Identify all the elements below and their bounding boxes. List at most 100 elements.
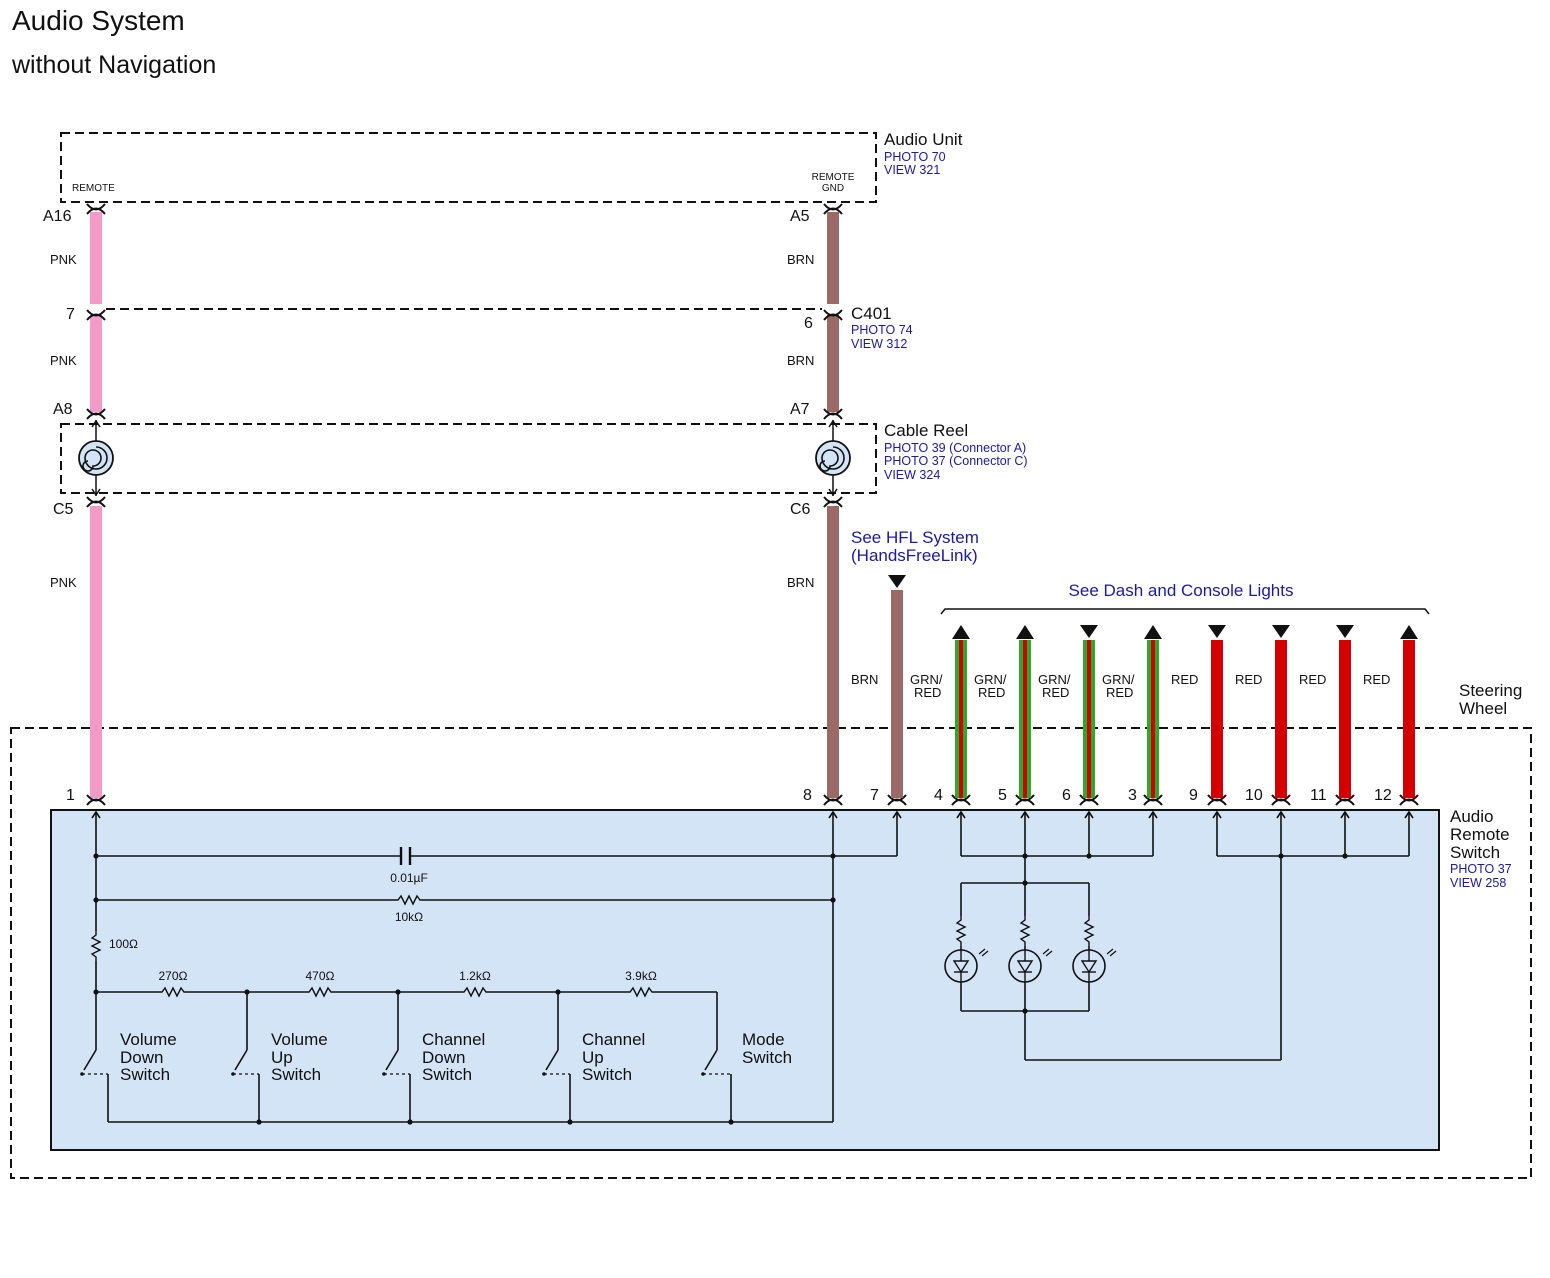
- terminal-c5: C5: [53, 501, 74, 518]
- c401-view: VIEW 312: [851, 337, 907, 351]
- wire-color-pnk-3: PNK: [50, 575, 77, 590]
- switch-pin-10: 10: [1245, 787, 1263, 804]
- resistor-470-value: 470Ω: [306, 969, 335, 983]
- wire-color-grn-red-4b: RED: [914, 685, 941, 700]
- page-title: Audio System: [12, 5, 185, 36]
- clock-spring-right-icon: [815, 419, 851, 497]
- resistor-10k-value: 10kΩ: [395, 910, 423, 924]
- wire-color-grn-red-5b: RED: [978, 685, 1005, 700]
- steering-wheel-label-1: Steering: [1459, 681, 1522, 700]
- cable-reel-box: [60, 423, 877, 494]
- switch-pin-12: 12: [1374, 787, 1392, 804]
- volume-down-switch-label-2: Down: [120, 1048, 163, 1067]
- hfl-brn-wire: [891, 590, 903, 798]
- wire-color-brn-3: BRN: [787, 575, 814, 590]
- mode-switch-label-2: Switch: [742, 1048, 792, 1067]
- volume-up-switch-label-3: Switch: [271, 1065, 321, 1084]
- volume-up-switch-label-2: Up: [271, 1048, 293, 1067]
- terminal-c6: C6: [790, 501, 811, 518]
- wire-color-red-10: RED: [1235, 672, 1262, 687]
- switch-pin-1: 1: [66, 787, 75, 804]
- audio-unit-name: Audio Unit: [884, 130, 963, 149]
- wire-color-grn-red-3b: RED: [1106, 685, 1133, 700]
- wire-color-brn-2: BRN: [787, 353, 814, 368]
- switch-pin-6: 6: [1062, 787, 1071, 804]
- wire-color-pnk-2: PNK: [50, 353, 77, 368]
- switch-pin-3: 3: [1128, 787, 1137, 804]
- channel-up-switch-label-1: Channel: [582, 1030, 645, 1049]
- remote-switch-view: VIEW 258: [1450, 876, 1506, 890]
- volume-down-switch-label-1: Volume: [120, 1030, 177, 1049]
- cable-reel-name: Cable Reel: [884, 421, 968, 440]
- hfl-reference-1: See HFL System: [851, 528, 979, 547]
- capacitor-value: 0.01µF: [390, 871, 428, 885]
- brn-wire-segment-3: [827, 506, 839, 798]
- red-wires: [1211, 640, 1415, 798]
- resistor-100-value: 100Ω: [109, 937, 138, 951]
- audio-unit-photo: PHOTO 70: [884, 150, 946, 164]
- hfl-arrow-icon: [888, 575, 906, 588]
- c401-name: C401: [851, 304, 892, 323]
- channel-down-switch-label-3: Switch: [422, 1065, 472, 1084]
- terminal-a16: A16: [43, 208, 72, 225]
- wire-color-pnk-1: PNK: [50, 252, 77, 267]
- volume-up-switch-label-1: Volume: [271, 1030, 328, 1049]
- terminal-a7: A7: [790, 401, 810, 418]
- audio-unit-pin-remote-gnd-2: GND: [822, 183, 844, 194]
- steering-wheel-box: [10, 727, 1532, 1179]
- remote-switch-photo: PHOTO 37: [1450, 862, 1512, 876]
- clock-spring-left-icon: [78, 419, 114, 497]
- remote-switch-label-2: Remote: [1450, 825, 1510, 844]
- brn-wire-segment-1: [827, 212, 839, 304]
- wire-color-red-11: RED: [1299, 672, 1326, 687]
- pnk-wire-segment-1: [90, 212, 102, 304]
- wire-color-brn-1: BRN: [787, 252, 814, 267]
- switch-pin-9: 9: [1189, 787, 1198, 804]
- channel-down-switch-label-2: Down: [422, 1048, 465, 1067]
- cable-reel-view: VIEW 324: [884, 468, 940, 482]
- resistor-1k2-value: 1.2kΩ: [459, 969, 491, 983]
- wire-color-grn-red-6a: GRN/: [1038, 672, 1071, 687]
- terminal-a5: A5: [790, 208, 810, 225]
- hfl-reference-2: (HandsFreeLink): [851, 546, 978, 565]
- wire-color-grn-red-4a: GRN/: [910, 672, 943, 687]
- channel-down-switch-label-1: Channel: [422, 1030, 485, 1049]
- terminal-c401-7: 7: [66, 306, 75, 323]
- switch-pin-7: 7: [870, 787, 879, 804]
- audio-unit-view: VIEW 321: [884, 163, 940, 177]
- remote-switch-label-3: Switch: [1450, 843, 1500, 862]
- dash-lights-reference: See Dash and Console Lights: [1069, 581, 1294, 600]
- steering-wheel-label-2: Wheel: [1459, 699, 1507, 718]
- resistor-270-value: 270Ω: [159, 969, 188, 983]
- page-subtitle: without Navigation: [11, 51, 216, 79]
- dash-wire-arrow-icons: [952, 625, 1418, 639]
- wire-color-red-12: RED: [1363, 672, 1390, 687]
- pnk-wire-segment-2: [90, 315, 102, 412]
- audio-unit-pin-remote: REMOTE: [72, 183, 115, 194]
- channel-up-switch-label-2: Up: [582, 1048, 604, 1067]
- audio-remote-switch-box: [50, 809, 1440, 1151]
- terminal-c401-6: 6: [804, 315, 813, 332]
- illumination-circuit: [944, 812, 1410, 1061]
- dash-lights-bracket: [940, 608, 1430, 615]
- wire-color-grn-red-3a: GRN/: [1102, 672, 1135, 687]
- cable-reel-photo-c: PHOTO 37 (Connector C): [884, 454, 1028, 468]
- brn-wire-segment-2: [827, 315, 839, 412]
- switch-pin-4: 4: [934, 787, 943, 804]
- remote-switch-label-1: Audio: [1450, 807, 1493, 826]
- resistor-3k9-value: 3.9kΩ: [625, 969, 657, 983]
- mode-switch-label-1: Mode: [742, 1030, 785, 1049]
- wire-color-brn-hfl: BRN: [851, 672, 878, 687]
- switch-pin-5: 5: [998, 787, 1007, 804]
- volume-down-switch-label-3: Switch: [120, 1065, 170, 1084]
- grn-red-wires: [955, 640, 1159, 798]
- audio-unit-pin-remote-gnd-1: REMOTE: [812, 172, 855, 183]
- wire-color-grn-red-6b: RED: [1042, 685, 1069, 700]
- wire-color-grn-red-5a: GRN/: [974, 672, 1007, 687]
- pnk-wire-segment-3: [90, 506, 102, 798]
- switch-circuit: [80, 812, 898, 1125]
- channel-up-switch-label-3: Switch: [582, 1065, 632, 1084]
- cable-reel-photo-a: PHOTO 39 (Connector A): [884, 441, 1026, 455]
- switch-pin-8: 8: [803, 787, 812, 804]
